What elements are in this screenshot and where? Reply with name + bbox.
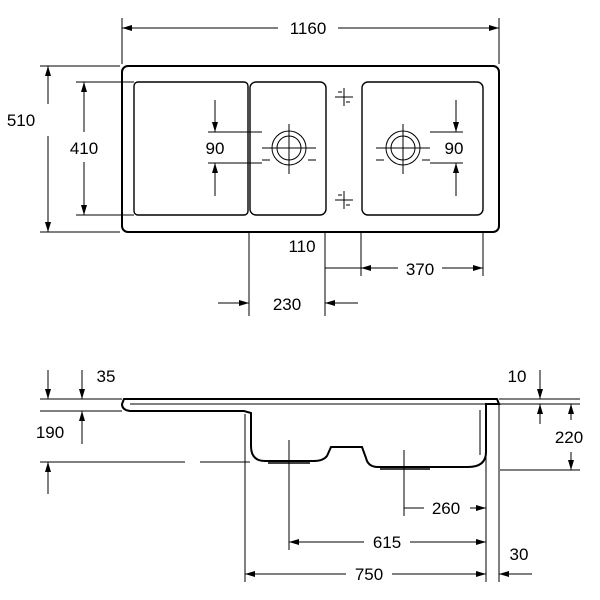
dim-right-bowl-depth: 220 bbox=[500, 404, 583, 471]
label-overall-depth: 510 bbox=[7, 111, 35, 130]
dim-waste-to-edge: 260 bbox=[404, 499, 486, 518]
dim-right-bowl-width: 370 bbox=[361, 260, 483, 279]
dim-bowl-depth: 410 bbox=[70, 81, 134, 216]
dim-right-waste-offset: 90 bbox=[430, 100, 463, 196]
side-view: 35 190 10 220 bbox=[36, 367, 583, 584]
dim-divider-width: 110 bbox=[288, 237, 361, 269]
dim-rim-thickness: 35 bbox=[40, 367, 122, 444]
label-right-waste-offset: 90 bbox=[445, 139, 464, 158]
tap-hole-marker-top bbox=[335, 88, 353, 106]
left-waste-outlet bbox=[262, 124, 316, 174]
dim-waste-spacing: 615 bbox=[289, 533, 486, 552]
label-left-bowl-depth: 190 bbox=[36, 423, 64, 442]
label-left-bowl-span: 230 bbox=[273, 295, 301, 314]
dim-left-bowl-depth: 190 bbox=[36, 423, 250, 494]
sink-section-profile bbox=[120, 398, 501, 468]
right-waste-outlet bbox=[376, 124, 430, 174]
dim-overall-depth: 510 bbox=[7, 65, 120, 233]
label-divider-width: 110 bbox=[288, 237, 315, 256]
label-right-bowl-depth: 220 bbox=[555, 428, 583, 447]
label-bowl-depth: 410 bbox=[70, 139, 98, 158]
drainer-area bbox=[133, 81, 249, 216]
label-waste-spacing: 615 bbox=[373, 533, 401, 552]
label-right-rim-thickness: 10 bbox=[508, 367, 527, 386]
tap-hole-marker-bottom bbox=[335, 191, 353, 209]
label-bowl-span: 750 bbox=[355, 565, 383, 584]
label-right-bowl-width: 370 bbox=[406, 260, 434, 279]
right-bowl bbox=[361, 81, 484, 216]
dim-edge-offset: 30 bbox=[499, 545, 532, 577]
label-rim-thickness: 35 bbox=[97, 367, 116, 386]
dim-overall-width: 1160 bbox=[121, 18, 500, 64]
dim-left-waste-offset: 90 bbox=[206, 100, 262, 196]
label-left-waste-offset: 90 bbox=[206, 139, 225, 158]
dim-left-bowl-span: 230 bbox=[218, 295, 358, 314]
label-waste-to-edge: 260 bbox=[432, 499, 460, 518]
top-view: 1160 510 410 bbox=[7, 18, 500, 316]
dim-bowl-span: 750 bbox=[245, 565, 486, 584]
dim-right-rim-thickness: 10 bbox=[499, 367, 580, 424]
label-edge-offset: 30 bbox=[510, 545, 529, 564]
label-overall-width: 1160 bbox=[290, 19, 327, 38]
left-bowl bbox=[249, 81, 327, 216]
sink-outline bbox=[121, 65, 500, 233]
